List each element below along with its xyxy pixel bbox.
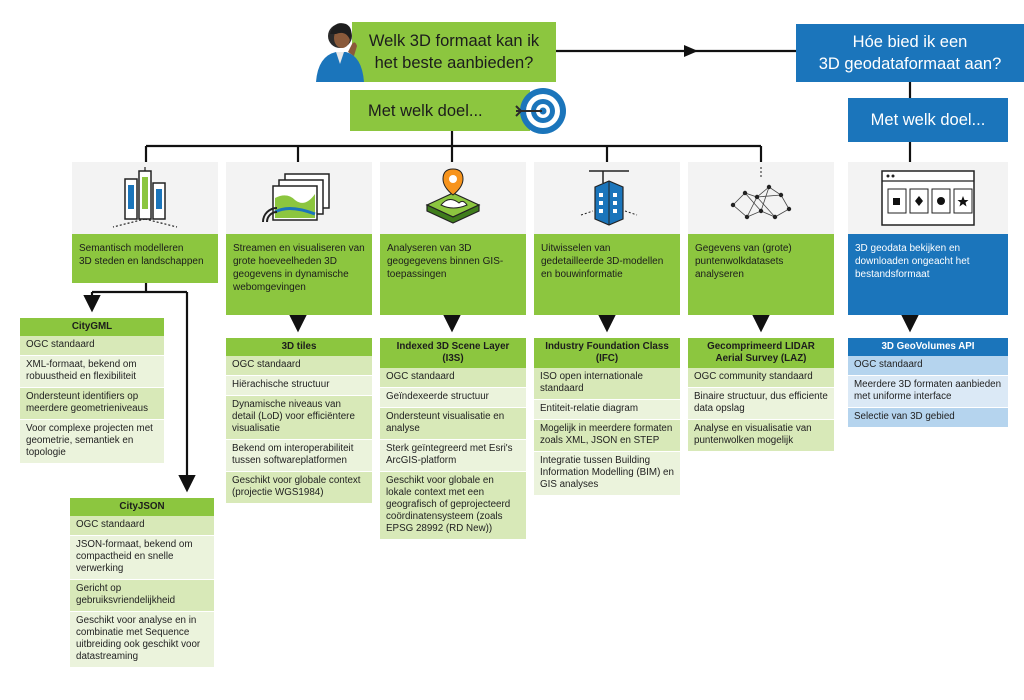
- format-rows: OGC standaard Hiërachische structuur Dyn…: [226, 356, 372, 504]
- format-card-i3s: Indexed 3D Scene Layer (I3S) OGC standaa…: [380, 338, 526, 540]
- format-item: OGC standaard: [70, 516, 214, 536]
- format-title: CityJSON: [70, 498, 214, 516]
- format-item: ISO open internationale standaard: [534, 368, 680, 400]
- format-item: OGC standaard: [380, 368, 526, 388]
- format-item: Dynamische niveaus van detail (LoD) voor…: [226, 396, 372, 440]
- format-item: Meerdere 3D formaten aanbieden met unifo…: [848, 376, 1008, 408]
- building-crane-icon: [580, 170, 638, 226]
- format-rows: OGC standaard Meerdere 3D formaten aanbi…: [848, 356, 1008, 428]
- format-item: Ondersteunt visualisatie en analyse: [380, 408, 526, 440]
- format-title: 3D tiles: [226, 338, 372, 356]
- format-item: Ondersteunt identifiers op meerdere geom…: [20, 388, 164, 420]
- format-item: Mogelijk in meerdere formaten zoals XML,…: [534, 420, 680, 452]
- format-item: Geïndexeerde structuur: [380, 388, 526, 408]
- icon-panel-1: [72, 162, 218, 234]
- format-title: 3D GeoVolumes API: [848, 338, 1008, 356]
- format-title: CityGML: [20, 318, 164, 336]
- target-icon: [512, 84, 566, 138]
- format-card-laz: Gecomprimeerd LIDAR Aerial Survey (LAZ) …: [688, 338, 834, 452]
- format-item: OGC community standaard: [688, 368, 834, 388]
- main-question-box: Welk 3D formaat kan ik het beste aanbied…: [352, 22, 556, 82]
- format-item: OGC standaard: [226, 356, 372, 376]
- format-item: Geschikt voor globale context (projectie…: [226, 472, 372, 504]
- format-card-geovolumes: 3D GeoVolumes API OGC standaard Meerdere…: [848, 338, 1008, 428]
- format-item: Sterk geïntegreerd met Esri's ArcGIS-pla…: [380, 440, 526, 472]
- purpose-text-4: Uitwisselen van gedetailleerde 3D-modell…: [541, 243, 664, 280]
- purpose-text-6: 3D geodata bekijken en downloaden ongeac…: [855, 243, 970, 280]
- offer-goal-box: Met welk doel...: [848, 98, 1008, 142]
- format-item: Integratie tussen Building Information M…: [534, 452, 680, 496]
- format-item: OGC standaard: [848, 356, 1008, 376]
- format-item: JSON-formaat, bekend om compactheid en s…: [70, 536, 214, 580]
- browser-formats-icon: [881, 170, 975, 226]
- format-rows: OGC standaard Geïndexeerde structuur Ond…: [380, 368, 526, 540]
- purpose-text-1: Semantisch modelleren 3D steden en lands…: [79, 243, 204, 267]
- format-item: XML-formaat, bekend om robuustheid en fl…: [20, 356, 164, 388]
- format-card-ifc: Industry Foundation Class (IFC) ISO open…: [534, 338, 680, 496]
- purpose-box-3: Analyseren van 3D geogegevens binnen GIS…: [380, 234, 526, 315]
- purpose-text-3: Analyseren van 3D geogegevens binnen GIS…: [387, 243, 504, 280]
- format-item: Analyse en visualisatie van puntenwolken…: [688, 420, 834, 452]
- format-item: Geschikt voor analyse en in combinatie m…: [70, 612, 214, 668]
- icon-panel-6: [848, 162, 1008, 234]
- purpose-box-6: 3D geodata bekijken en downloaden ongeac…: [848, 234, 1008, 315]
- point-cloud-icon: [730, 167, 792, 220]
- format-card-cityjson: CityJSON OGC standaard JSON-formaat, bek…: [70, 498, 214, 668]
- format-card-3d-tiles: 3D tiles OGC standaard Hiërachische stru…: [226, 338, 372, 504]
- format-item: Entiteit-relatie diagram: [534, 400, 680, 420]
- offer-goal-text: Met welk doel...: [870, 111, 986, 129]
- format-item: Geschikt voor globale en lokale context …: [380, 472, 526, 540]
- purpose-box-5: Gegevens van (grote) puntenwolkdatasets …: [688, 234, 834, 315]
- format-item: Hiërachische structuur: [226, 376, 372, 396]
- format-title: Indexed 3D Scene Layer (I3S): [380, 338, 526, 368]
- format-item: OGC standaard: [20, 336, 164, 356]
- format-item: Voor complexe projecten met geometrie, s…: [20, 420, 164, 464]
- format-card-citygml: CityGML OGC standaard XML-formaat, beken…: [20, 318, 164, 464]
- format-title: Industry Foundation Class (IFC): [534, 338, 680, 368]
- format-rows: ISO open internationale standaard Entite…: [534, 368, 680, 496]
- purpose-box-2: Streamen en visualiseren van grote hoeve…: [226, 234, 372, 315]
- person-icon: [312, 16, 366, 82]
- purpose-text-5: Gegevens van (grote) puntenwolkdatasets …: [695, 243, 792, 280]
- map-pin-terrain-icon: [425, 168, 481, 224]
- icon-panel-5: [688, 162, 834, 234]
- offer-question-text: Hóe bied ik een 3D geodataformaat aan?: [818, 33, 1002, 73]
- format-rows: OGC standaard XML-formaat, bekend om rob…: [20, 336, 164, 464]
- format-item: Gericht op gebruiksvriendelijkheid: [70, 580, 214, 612]
- format-item: Selectie van 3D gebied: [848, 408, 1008, 428]
- map-tiles-icon: [262, 173, 330, 223]
- format-rows: OGC standaard JSON-formaat, bekend om co…: [70, 516, 214, 668]
- main-goal-box: Met welk doel...: [350, 90, 530, 131]
- purpose-text-2: Streamen en visualiseren van grote hoeve…: [233, 243, 365, 293]
- city-buildings-icon: [112, 167, 178, 228]
- purpose-box-1: Semantisch modelleren 3D steden en lands…: [72, 234, 218, 283]
- format-rows: OGC community standaard Binaire structuu…: [688, 368, 834, 452]
- format-item: Binaire structuur, dus efficiente data o…: [688, 388, 834, 420]
- main-goal-text: Met welk doel...: [368, 101, 483, 120]
- offer-question-box: Hóe bied ik een 3D geodataformaat aan?: [796, 24, 1024, 82]
- format-item: Bekend om interoperabiliteit tussen soft…: [226, 440, 372, 472]
- icon-panel-2: [226, 162, 372, 234]
- format-title: Gecomprimeerd LIDAR Aerial Survey (LAZ): [688, 338, 834, 368]
- icon-panel-3: [380, 162, 526, 234]
- icon-panel-4: [534, 162, 680, 234]
- purpose-box-4: Uitwisselen van gedetailleerde 3D-modell…: [534, 234, 680, 315]
- main-question-text: Welk 3D formaat kan ik het beste aanbied…: [368, 32, 540, 72]
